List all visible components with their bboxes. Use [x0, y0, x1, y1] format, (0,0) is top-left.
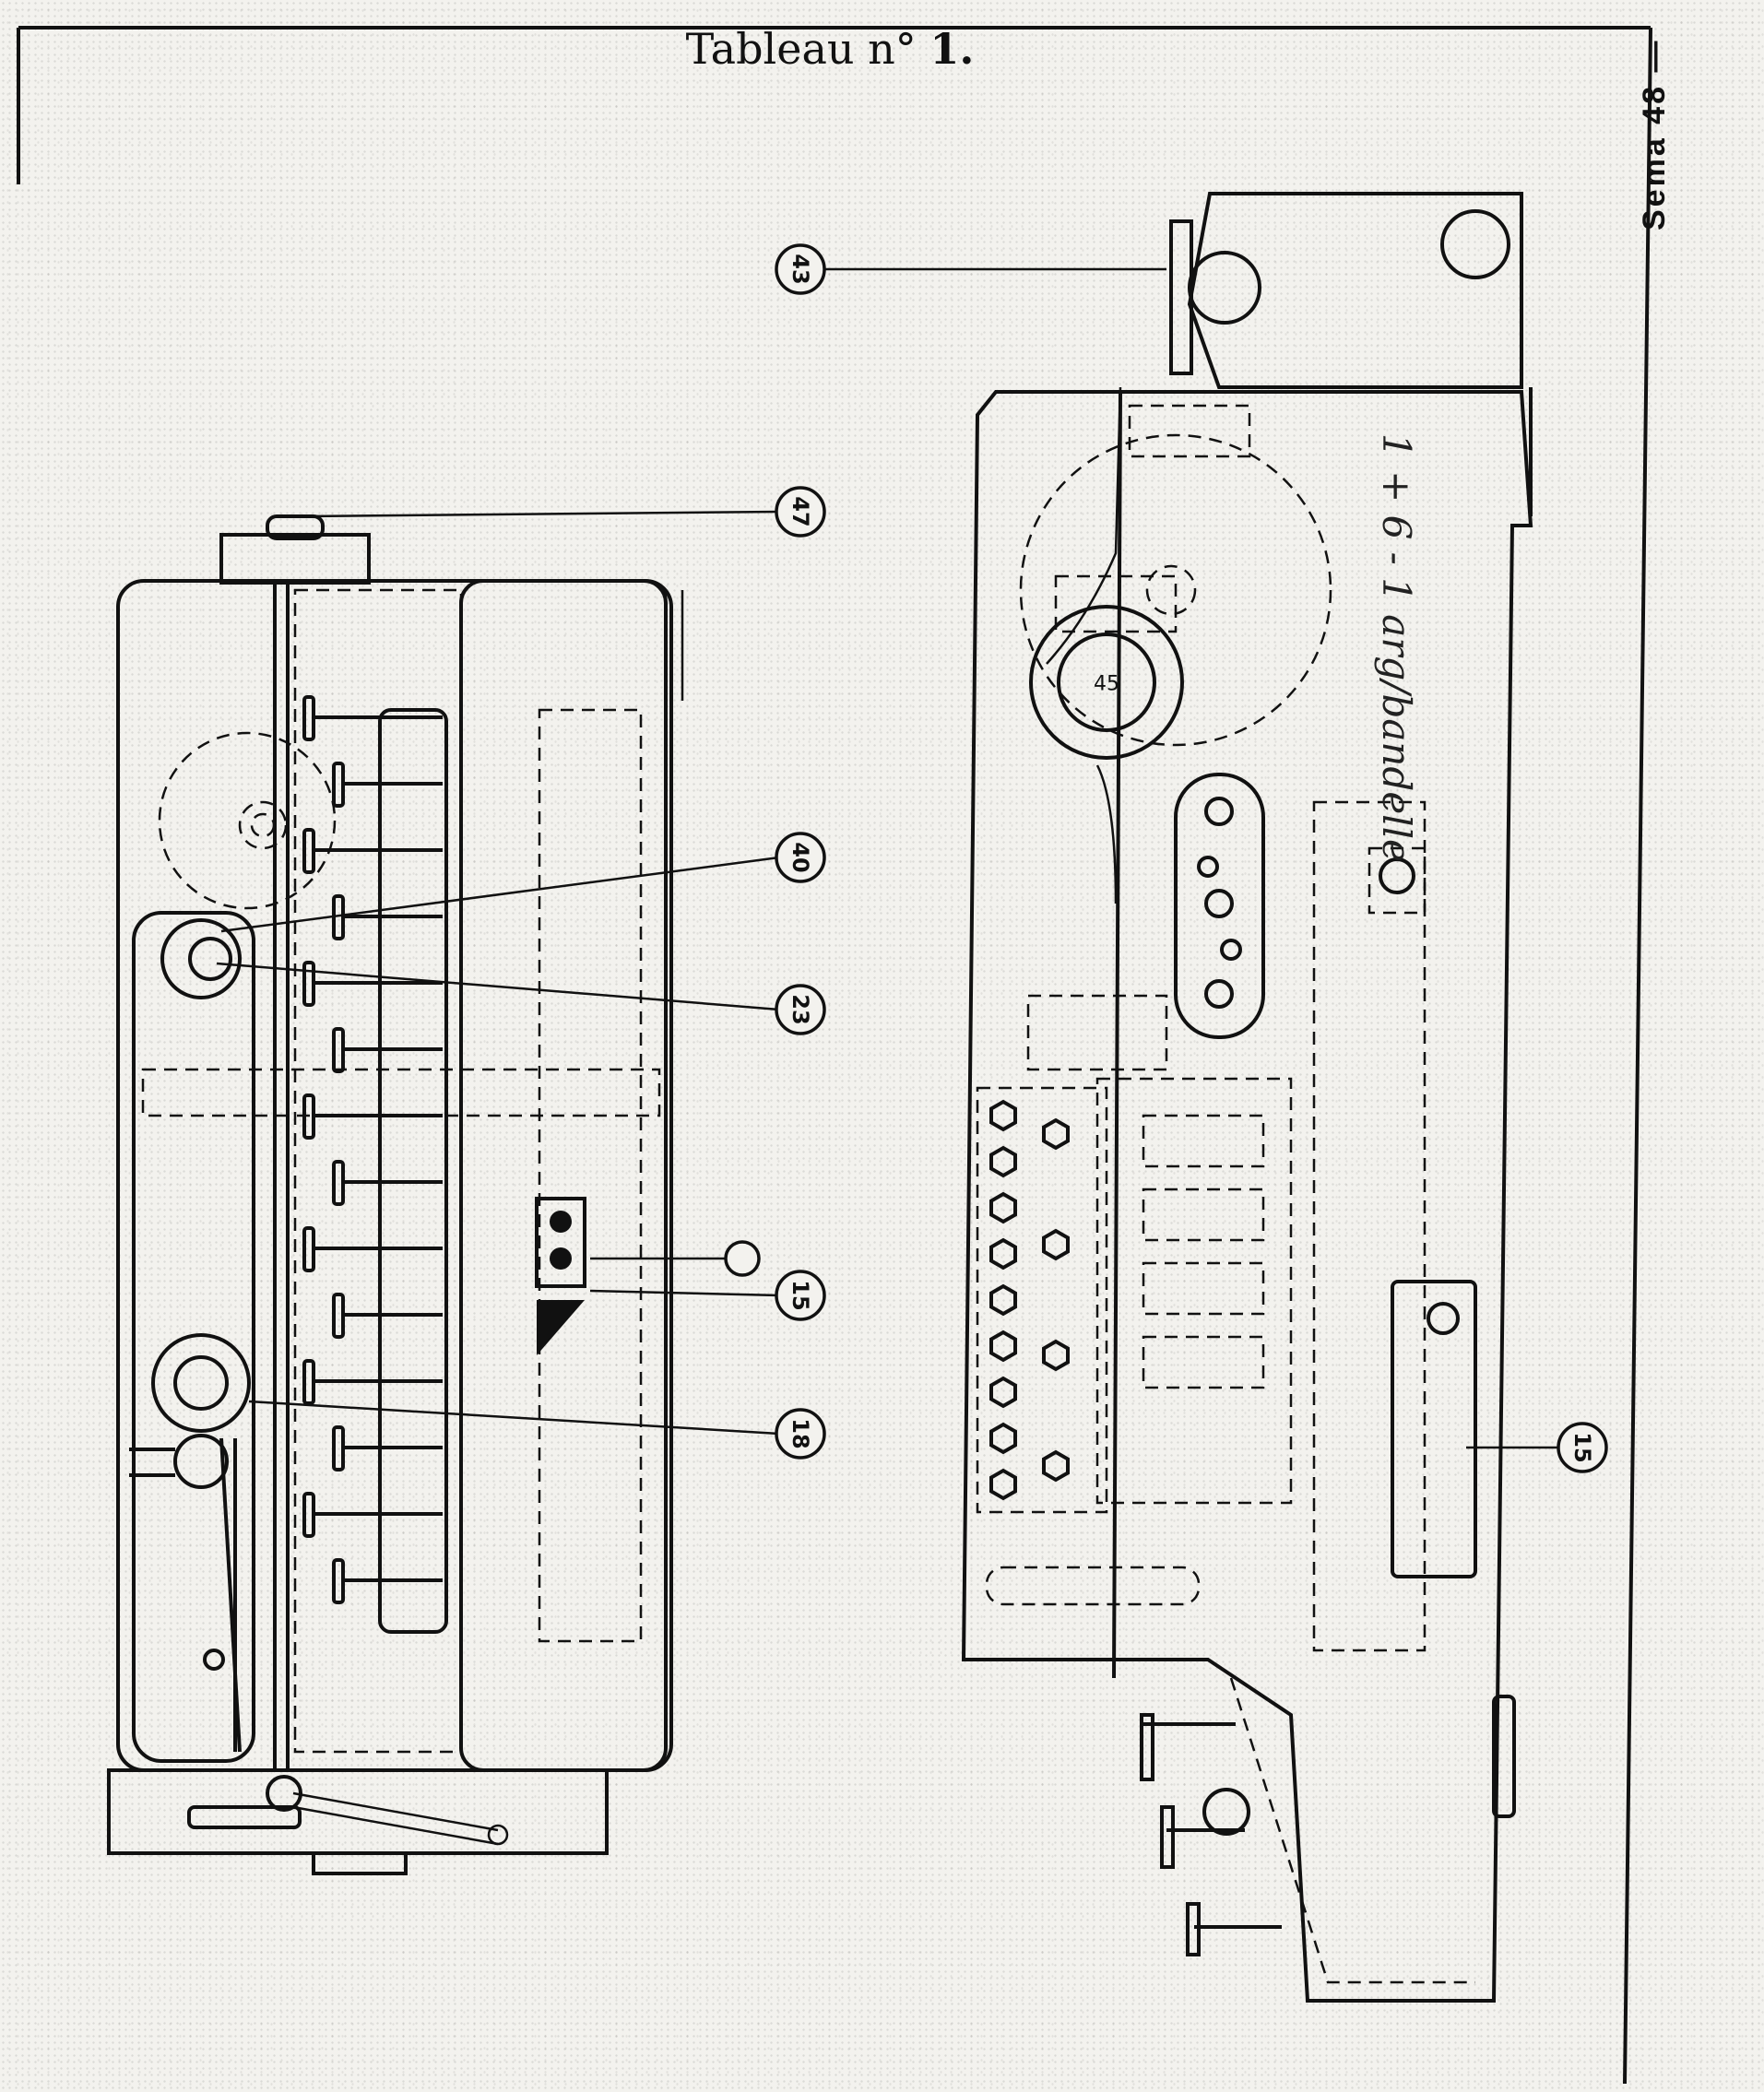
- hex-nut: [989, 1283, 1017, 1317]
- key-cap: [302, 1359, 315, 1405]
- callout-47: 47: [303, 486, 826, 538]
- large-dashed-wheel: [1019, 433, 1332, 747]
- left-right-panel: [459, 579, 668, 1772]
- callout-43-label: 43: [787, 254, 813, 284]
- left-belt: [132, 911, 255, 1763]
- left-housing: [116, 579, 673, 1772]
- callout-47-label: 47: [787, 496, 813, 526]
- callout-23: 23: [216, 962, 826, 1035]
- callout-40-label: 40: [787, 842, 813, 872]
- gear-18: [151, 1333, 251, 1433]
- key-cap: [332, 1027, 345, 1073]
- page-title: Tableau n° 1.: [0, 24, 1660, 74]
- title-prefix: Tableau n°: [685, 24, 917, 74]
- callout-15-right: 15: [1466, 1422, 1608, 1473]
- lower-roller: [173, 1434, 229, 1489]
- key-cap: [302, 695, 315, 741]
- hex-nut: [1042, 1339, 1070, 1372]
- callout-18-label: 18: [787, 1418, 813, 1448]
- hex-nut: [989, 1237, 1017, 1271]
- top-mount: [219, 533, 371, 585]
- hex-nut: [1042, 1449, 1070, 1483]
- key-cap: [332, 1160, 345, 1206]
- hex-nut: [989, 1376, 1017, 1409]
- hex-nut: [989, 1468, 1017, 1501]
- hex-nut: [1042, 1117, 1070, 1151]
- left-window: [535, 1197, 586, 1355]
- key-levers: [302, 695, 448, 1634]
- left-base: [107, 1768, 609, 1855]
- hub-wheel: [1029, 605, 1184, 760]
- callout-18: 18: [248, 1400, 826, 1460]
- page-frame: [17, 26, 1652, 2085]
- key-cap: [302, 1492, 315, 1538]
- key-cap: [332, 894, 345, 940]
- key-cap: [332, 1425, 345, 1471]
- slotted-plate: [1174, 773, 1265, 1039]
- gear-23: [160, 918, 242, 999]
- callout-15-left: 15: [589, 1240, 826, 1321]
- bracket-plate: [1169, 219, 1193, 375]
- hub-label: 45: [1094, 673, 1119, 696]
- hex-nut: [989, 1330, 1017, 1363]
- lower-plate: [1391, 1280, 1477, 1578]
- key-cap: [302, 961, 315, 1007]
- hex-nut: [989, 1099, 1017, 1132]
- title-number: 1.: [929, 24, 975, 74]
- top-bracket: [1187, 192, 1523, 389]
- callout-40: 40: [220, 832, 826, 933]
- key-cap: [332, 762, 345, 808]
- left-machine-view: [107, 514, 684, 1875]
- handwritten-note: 1 + 6 - 1 arg/bandelle: [1374, 433, 1419, 862]
- callout-15-left-label: 15: [787, 1280, 813, 1310]
- hex-nut-column: [989, 1099, 1070, 1501]
- bolt-upper: [1379, 857, 1415, 894]
- key-cap: [332, 1293, 345, 1339]
- key-cap: [332, 1558, 345, 1604]
- hex-nut: [989, 1191, 1017, 1224]
- top-knob: [266, 514, 325, 540]
- hex-nut: [1042, 1228, 1070, 1261]
- key-cap: [302, 1226, 315, 1272]
- callout-43: 43: [775, 243, 1166, 295]
- key-cap: [302, 828, 315, 874]
- left-dashed-disc: [158, 731, 337, 910]
- callout-15-right-label: 15: [1569, 1432, 1595, 1462]
- callout-23-label: 23: [787, 994, 813, 1024]
- base-wheel: [187, 1805, 302, 1829]
- hex-nut: [989, 1422, 1017, 1455]
- right-body: [961, 390, 1533, 2003]
- hex-nut: [989, 1145, 1017, 1178]
- right-machine-view: 45: [961, 192, 1533, 2003]
